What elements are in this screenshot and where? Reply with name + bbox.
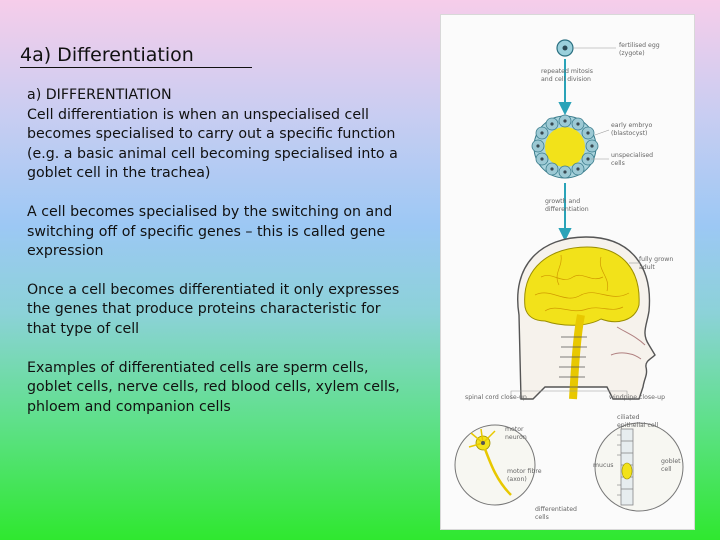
label-zygote: (zygote): [619, 50, 645, 57]
label-unspecialised: unspecialised: [611, 152, 653, 159]
label-spinal-cord: spinal cord close-up: [465, 394, 527, 401]
head-diagram: [517, 236, 656, 400]
label-mucus: mucus: [593, 462, 614, 469]
label-repeated-mitosis: repeated mitosis: [541, 68, 593, 75]
label-adult: adult: [639, 264, 655, 271]
label-ciliated: ciliated: [617, 414, 640, 421]
label-early-embryo: early embryo: [611, 122, 652, 129]
slide-title: 4a) Differentiation: [20, 44, 252, 68]
label-differentiation: differentiation: [545, 206, 589, 213]
label-goblet-cell: cell: [661, 466, 672, 473]
label-neuron: neuron: [505, 434, 527, 441]
motor-neuron-icon: [468, 428, 512, 496]
label-differentiated-cells: cells: [535, 514, 549, 521]
label-motor-fibre: motor fibre: [507, 468, 542, 475]
differentiation-diagram: fertilised egg (zygote) repeated mitosis…: [454, 39, 684, 521]
label-windpipe: windpipe close-up: [609, 394, 665, 401]
paragraph-definition: Cell differentiation is when an unspecia…: [27, 106, 398, 182]
brain-icon: [524, 246, 640, 326]
goblet-cell-icon: [621, 462, 633, 480]
label-cell-division: and cell division: [541, 76, 591, 83]
flow-arrows: [558, 59, 572, 242]
label-epithelial-cell: epithelial cell: [617, 422, 658, 429]
spinal-cord-closeup: [454, 424, 536, 506]
label-leaders: [510, 47, 641, 399]
zygote-icon: [556, 39, 574, 57]
label-axon: (axon): [507, 476, 527, 483]
body-text: a) DIFFERENTIATION Cell differentiation …: [27, 86, 412, 436]
blastocyst-icon: [531, 114, 599, 179]
windpipe-closeup: [594, 422, 684, 512]
label-goblet: goblet: [661, 458, 681, 465]
label-blastocyst: (blastocyst): [611, 130, 647, 137]
paragraph-gene-expression: A cell becomes specialised by the switch…: [27, 203, 393, 260]
differentiation-figure: fertilised egg (zygote) repeated mitosis…: [440, 14, 695, 530]
section-heading: a) DIFFERENTIATION: [27, 87, 172, 103]
label-fertilised-egg: fertilised egg: [619, 42, 660, 49]
label-differentiated: differentiated: [535, 506, 577, 513]
label-cells: cells: [611, 160, 625, 167]
paragraph-differentiated: Once a cell becomes differentiated it on…: [27, 281, 400, 337]
label-growth: growth and: [545, 198, 580, 205]
label-motor: motor: [505, 426, 524, 433]
paragraph-examples: Examples of differentiated cells are spe…: [27, 359, 400, 415]
label-fully-grown: fully grown: [639, 256, 673, 263]
